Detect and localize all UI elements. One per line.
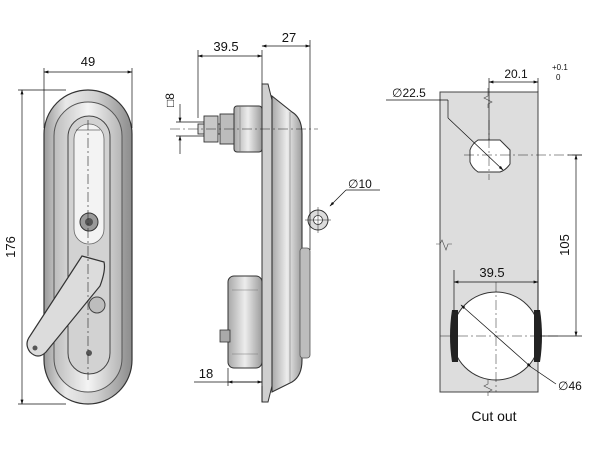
dim-front-width: 49 (81, 54, 95, 69)
front-handle-face (73, 123, 105, 245)
dim-tol-zero: 0 (556, 73, 561, 82)
cutout-view: ∅22.5 20.1 +0.1 0 ∅46 39.5 105 Cut out (386, 63, 582, 424)
break-mark-bottom (483, 380, 493, 396)
dim-offset: 20.1 (504, 67, 528, 81)
dim-front-height: 176 (3, 236, 18, 258)
key-slot-icon (85, 218, 93, 226)
front-screw-icon (86, 350, 92, 356)
side-view: ∅10 □8 39.5 27 18 (163, 30, 380, 403)
dim-depth: 27 (282, 30, 296, 45)
front-lever (26, 255, 106, 357)
side-body (271, 94, 303, 393)
lever-pivot (88, 296, 106, 314)
dim-shaft-length: 39.5 (213, 39, 238, 54)
dim-center-distance: 105 (557, 234, 572, 256)
dim-small-hole: ∅22.5 (392, 86, 426, 100)
side-rear-pad (299, 247, 311, 359)
lever-pin-icon (32, 345, 38, 351)
dim-big-chord: 39.5 (479, 265, 504, 280)
break-mark-top (483, 88, 493, 108)
side-lower-housing (227, 275, 263, 369)
side-flange (261, 83, 273, 403)
cutout-caption: Cut out (471, 408, 516, 424)
dim-big-hole: ∅46 (558, 379, 582, 393)
break-mark-left (436, 239, 452, 251)
front-view: 49 176 (3, 54, 133, 405)
side-lower-plug (219, 329, 231, 343)
dim-square-shaft: □8 (163, 93, 177, 107)
dim-base-offset: 18 (199, 366, 213, 381)
dim-tol-plus: +0.1 (552, 63, 568, 72)
dim-eye-hole: ∅10 (348, 177, 372, 191)
